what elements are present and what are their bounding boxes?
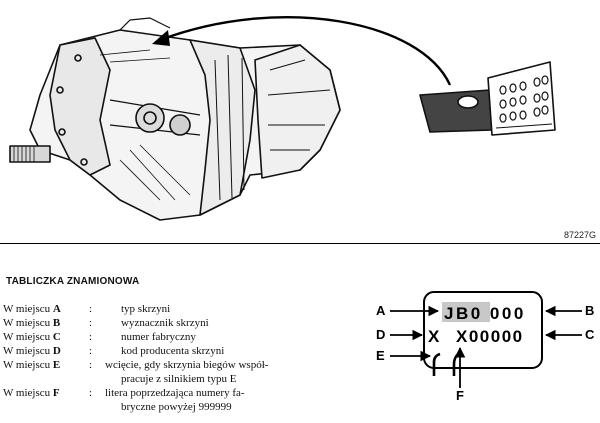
legend-letter: C bbox=[52, 331, 61, 343]
legend-colon: : bbox=[89, 303, 93, 315]
legend-prefix: W miejscu bbox=[3, 359, 51, 371]
legend-description-continued: bryczne powyżej 999999 bbox=[121, 401, 232, 413]
legend-prefix: W miejscu bbox=[3, 345, 51, 357]
callout-b: B bbox=[585, 303, 594, 318]
legend-description: typ skrzyni bbox=[121, 303, 171, 315]
legend-description: kod producenta skrzyni bbox=[121, 345, 225, 357]
legend-prefix: W miejscu bbox=[3, 387, 51, 399]
notch-mark bbox=[432, 352, 441, 376]
gearbox-illustration bbox=[9, 16, 556, 221]
section-title: TABLICZKA ZNAMIONOWA bbox=[6, 276, 140, 287]
section-divider bbox=[0, 243, 600, 244]
legend-row-f: W miejscu F : litera poprzedzająca numer… bbox=[3, 386, 303, 414]
figure-reference-code: 87227G bbox=[563, 230, 596, 240]
legend-colon: : bbox=[89, 345, 93, 357]
legend-row-d: W miejscu D : kod producenta skrzyni bbox=[3, 344, 303, 358]
legend-letter: A bbox=[52, 303, 61, 315]
legend-row-e: W miejscu E : wcięcie, gdy skrzynia bieg… bbox=[3, 358, 303, 386]
pointer-arrow bbox=[159, 16, 452, 86]
type-highlight bbox=[442, 302, 490, 322]
legend-letter: F bbox=[52, 387, 60, 399]
legend-description: wyznacznik skrzyni bbox=[121, 317, 209, 329]
legend-description: wcięcie, gdy skrzynia biegów współ- bbox=[105, 359, 269, 371]
gearbox-drawing bbox=[9, 17, 341, 221]
legend-row-a: W miejscu A : typ skrzyni bbox=[3, 302, 303, 316]
legend-colon: : bbox=[89, 317, 93, 329]
legend-description: litera poprzedzająca numery fa- bbox=[105, 387, 245, 399]
legend-prefix: W miejscu bbox=[3, 303, 51, 315]
nameplate-diagram: JB0 000 X X00000 A B D C E F bbox=[376, 291, 595, 403]
legend-letter: B bbox=[52, 317, 61, 329]
legend-prefix: W miejscu bbox=[3, 317, 51, 329]
nameplate-bracket bbox=[419, 61, 556, 136]
callout-e: E bbox=[376, 348, 385, 363]
callout-d: D bbox=[376, 327, 385, 342]
legend-description-continued: pracuje z silnikiem typu E bbox=[121, 373, 237, 385]
callout-c: C bbox=[585, 327, 595, 342]
legend-prefix: W miejscu bbox=[3, 331, 51, 343]
legend-colon: : bbox=[89, 331, 93, 343]
nameplate-legend: W miejscu A : typ skrzyni W miejscu B : … bbox=[3, 302, 303, 414]
legend-letter: D bbox=[52, 345, 61, 357]
legend-description: numer fabryczny bbox=[121, 331, 196, 343]
callout-f: F bbox=[456, 388, 464, 403]
legend-row-b: W miejscu B : wyznacznik skrzyni bbox=[3, 316, 303, 330]
plate-line-2-number: X00000 bbox=[456, 327, 524, 346]
callout-a: A bbox=[376, 303, 386, 318]
legend-colon: : bbox=[89, 359, 93, 371]
pointer-arrowhead bbox=[152, 30, 170, 46]
legend-letter: E bbox=[52, 359, 61, 371]
legend-colon: : bbox=[89, 387, 93, 399]
plate-line-2-letter: X bbox=[428, 327, 440, 346]
plate-line-1: JB0 000 bbox=[444, 304, 526, 323]
legend-row-c: W miejscu C : numer fabryczny bbox=[3, 330, 303, 344]
